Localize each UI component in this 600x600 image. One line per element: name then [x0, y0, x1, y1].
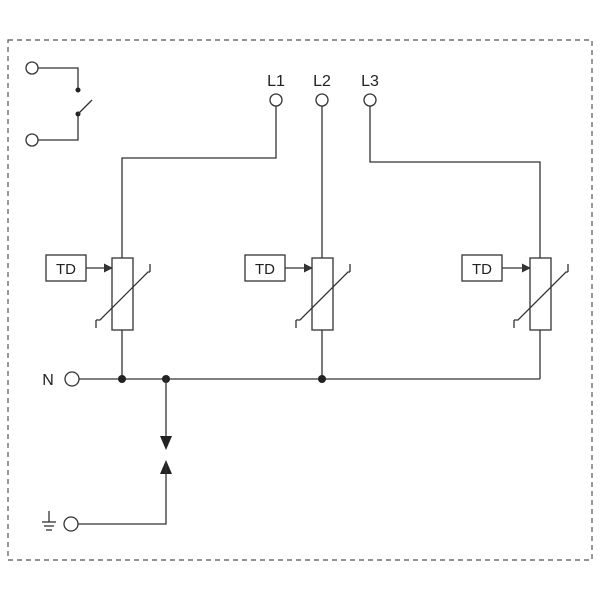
wire-l1 [121, 106, 277, 258]
spark-gap-icon [78, 379, 172, 525]
terminal-label-l2: L2 [313, 73, 331, 90]
terminal-pe [63, 516, 79, 532]
enclosure-border [7, 39, 593, 561]
terminal-l2 [315, 93, 329, 107]
terminal-label-n: N [42, 372, 54, 389]
ground-icon [42, 511, 56, 531]
remote-signal-contact [25, 61, 93, 147]
terminal-label-l3: L3 [361, 73, 379, 90]
varistor-1 [95, 257, 151, 331]
contact-terminal-top [25, 61, 39, 75]
td-label-2: TD [255, 261, 275, 278]
varistor-2 [295, 257, 351, 331]
td-label-1: TD [56, 261, 76, 278]
terminal-label-l1: L1 [267, 73, 285, 90]
td-label-3: TD [472, 261, 492, 278]
varistor-3 [513, 257, 569, 331]
td-box-3 [461, 254, 503, 282]
wire-l3 [369, 106, 541, 258]
terminal-n [64, 371, 80, 387]
td-box-2 [244, 254, 286, 282]
terminal-l1 [269, 93, 283, 107]
contact-terminal-bottom [25, 133, 39, 147]
remote-signal-contact-icon [77, 99, 93, 115]
terminal-l3 [363, 93, 377, 107]
